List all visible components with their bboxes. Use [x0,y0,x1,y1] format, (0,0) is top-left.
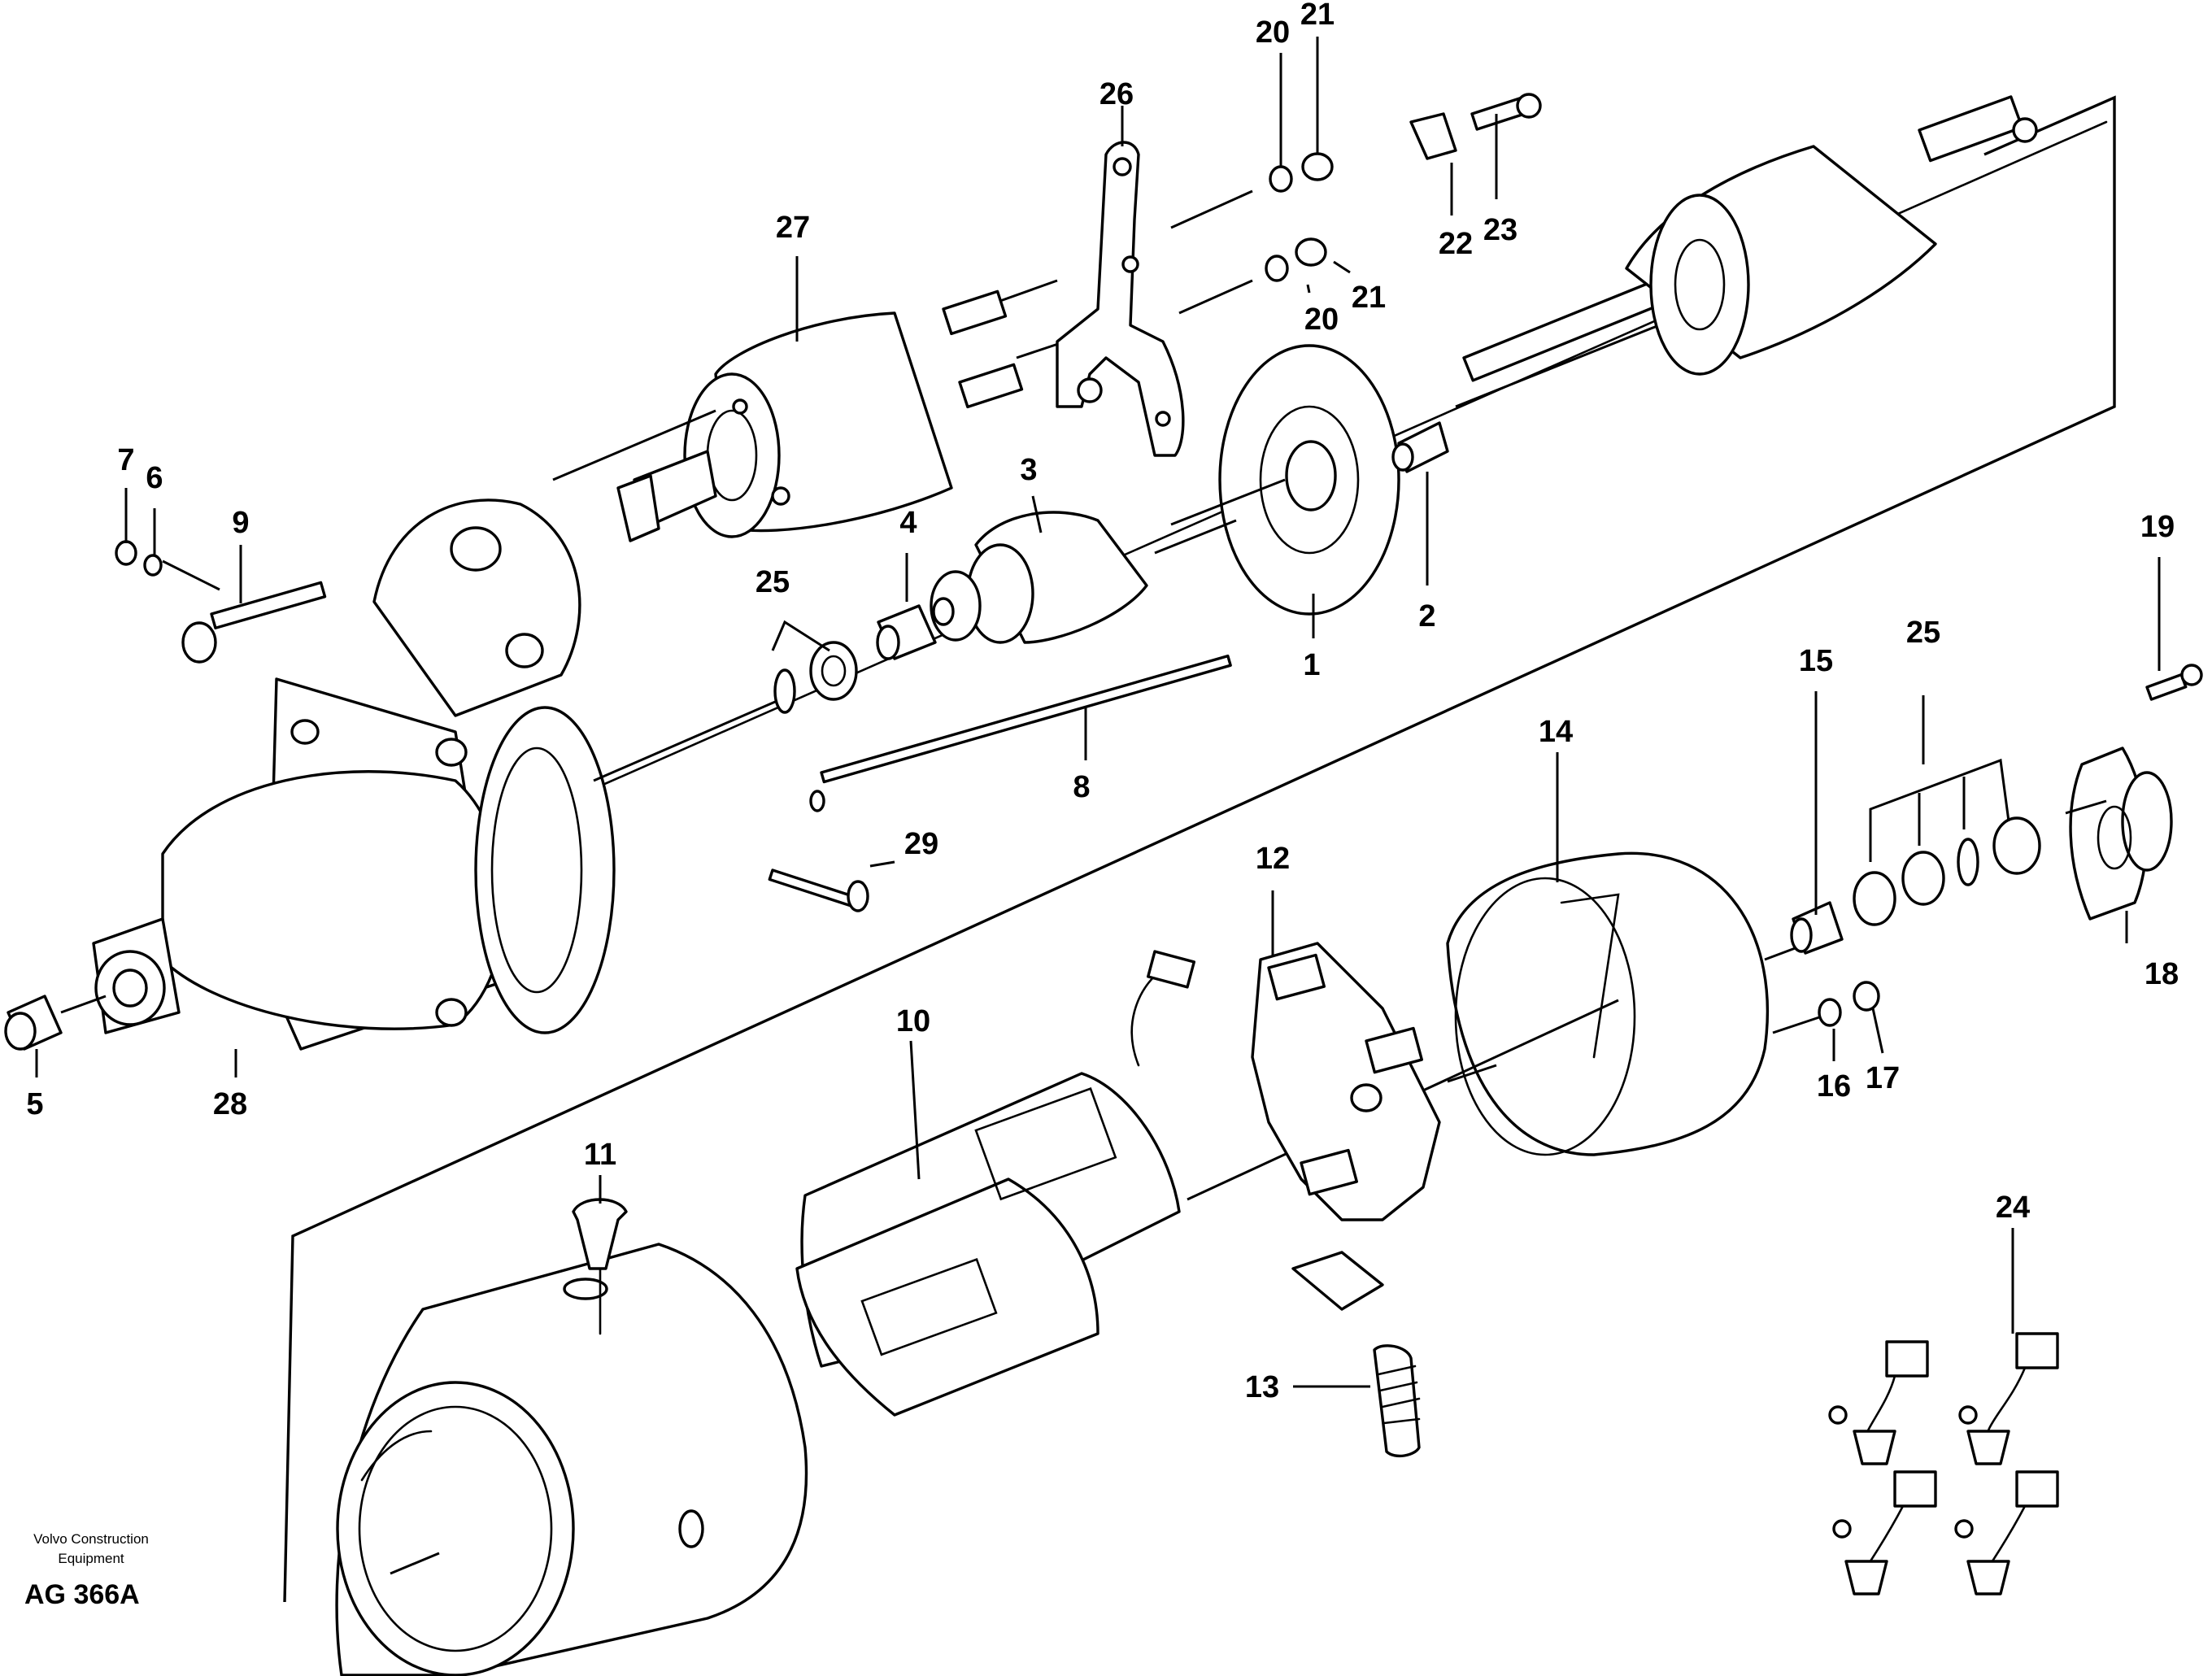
label-21-top: 21 [1300,0,1335,32]
screw-29 [768,868,869,912]
clip-and-screw-22-23 [1409,93,1542,160]
label-11: 11 [584,1138,616,1172]
label-7: 7 [117,443,134,477]
label-18: 18 [2145,957,2179,991]
label-19: 19 [2140,510,2175,544]
armature [1455,95,2038,408]
label-6: 6 [146,461,163,495]
label-4: 4 [899,506,917,540]
field-coil [795,950,1195,1417]
field-housing [335,1243,808,1676]
label-24: 24 [1996,1191,2030,1225]
part-labels: 1 2 3 4 5 6 7 8 9 10 11 12 13 14 15 16 1… [26,0,2179,1404]
drive-end-housing [92,498,782,1051]
screw-19 [2145,664,2203,701]
label-25-rear: 25 [1906,616,1940,650]
spacer-4 [876,604,937,660]
label-22: 22 [1439,227,1473,261]
label-9: 9 [232,506,249,540]
label-3: 3 [1020,453,1037,487]
label-20-top: 20 [1256,15,1290,50]
label-8: 8 [1073,770,1090,804]
label-15: 15 [1799,644,1833,678]
brand-line-2: Equipment [58,1551,124,1566]
label-1: 1 [1303,648,1320,682]
label-12: 12 [1256,842,1290,876]
assembly-frame [283,95,2116,1603]
footer: Volvo Construction Equipment AG 366A [24,1531,149,1610]
screw-9 [162,559,327,664]
bushing-5 [4,995,107,1051]
through-bolt-8 [809,654,1232,812]
label-23: 23 [1483,213,1517,247]
label-2: 2 [1418,599,1435,633]
label-17: 17 [1866,1061,1900,1095]
commutator-end-frame [1187,851,1822,1201]
pinion-drive [930,511,1237,644]
label-28: 28 [213,1087,247,1121]
label-27: 27 [776,211,810,245]
label-10: 10 [896,1004,930,1038]
label-20-bottom: 20 [1304,303,1339,337]
brush-holder [1251,942,1497,1311]
end-cap-18 [2065,747,2173,921]
washers-25-front [773,641,858,714]
label-21-bottom: 21 [1352,281,1386,315]
screw-11 [572,1198,628,1335]
bushing-2 [1391,421,1449,473]
label-13: 13 [1245,1370,1279,1404]
label-5: 5 [26,1087,43,1121]
nut-washer-6-7 [115,540,163,577]
bushing-15 [1790,901,1844,955]
brush-set-24 [1828,1332,2059,1595]
drawing-code: AG 366A [24,1579,140,1610]
intermediate-plate [1170,344,1400,616]
spring-13 [1373,1344,1421,1458]
label-29: 29 [904,827,938,861]
label-16: 16 [1817,1069,1851,1104]
label-26: 26 [1099,77,1134,111]
leader-lines [35,37,2161,1388]
label-25-front: 25 [755,565,790,599]
solenoid [552,279,1066,542]
label-14: 14 [1539,715,1573,749]
shift-fork [1056,141,1253,457]
brand-line-1: Volvo Construction [33,1531,149,1547]
washers-25-rear [1853,758,2041,926]
washer-nut-16-17 [1818,981,1880,1027]
washers-nuts-20-21 [1265,152,1334,282]
